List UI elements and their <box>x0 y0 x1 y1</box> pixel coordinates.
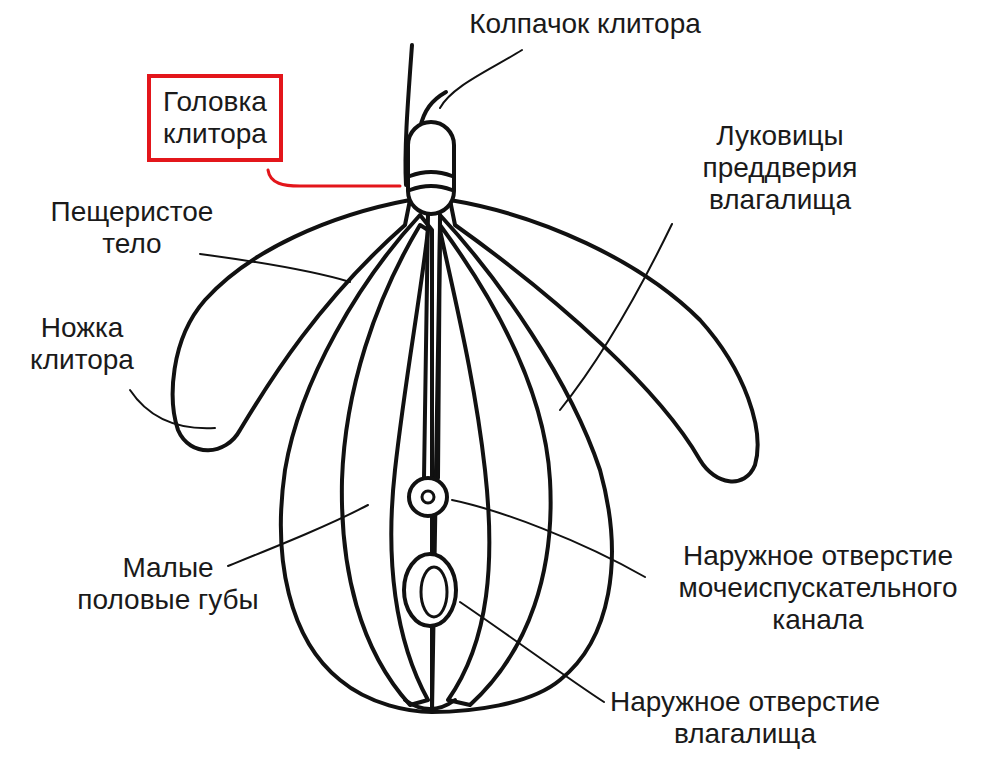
part-label: Колпачок клитора <box>467 8 703 40</box>
vestibule-line <box>424 215 440 478</box>
leader-line <box>560 224 672 410</box>
bottom-fold <box>405 700 455 709</box>
part-label: Луковицы преддверия влагалища <box>701 120 860 217</box>
part-label: Малые половые губы <box>75 552 261 616</box>
urethral-opening <box>409 478 447 516</box>
leader-line <box>200 254 350 282</box>
part-label: Ножка клитора <box>28 312 136 376</box>
glans-band <box>410 172 452 190</box>
highlight-leader <box>268 170 400 186</box>
right-bulb <box>432 215 612 712</box>
vaginal-opening <box>404 554 456 626</box>
urethral-inner <box>422 491 434 503</box>
vaginal-inner <box>421 567 447 617</box>
part-label: Пещеристое тело <box>49 196 216 260</box>
part-label: Наружное отверстие мочеиспускательного к… <box>677 540 960 637</box>
right-labium <box>440 225 551 705</box>
clitoral-glans <box>408 122 454 214</box>
leader-line <box>130 390 215 428</box>
part-label: Наружное отверстие влагалища <box>608 686 883 750</box>
leader-line <box>228 505 368 566</box>
leader-line <box>460 602 604 702</box>
leader-line <box>440 50 522 108</box>
highlight-box: Головка клитора <box>147 74 283 162</box>
left-bulb <box>281 215 432 712</box>
left-labium <box>342 225 428 705</box>
leader-line <box>452 500 645 577</box>
box-label: Головка клитора <box>161 86 269 150</box>
